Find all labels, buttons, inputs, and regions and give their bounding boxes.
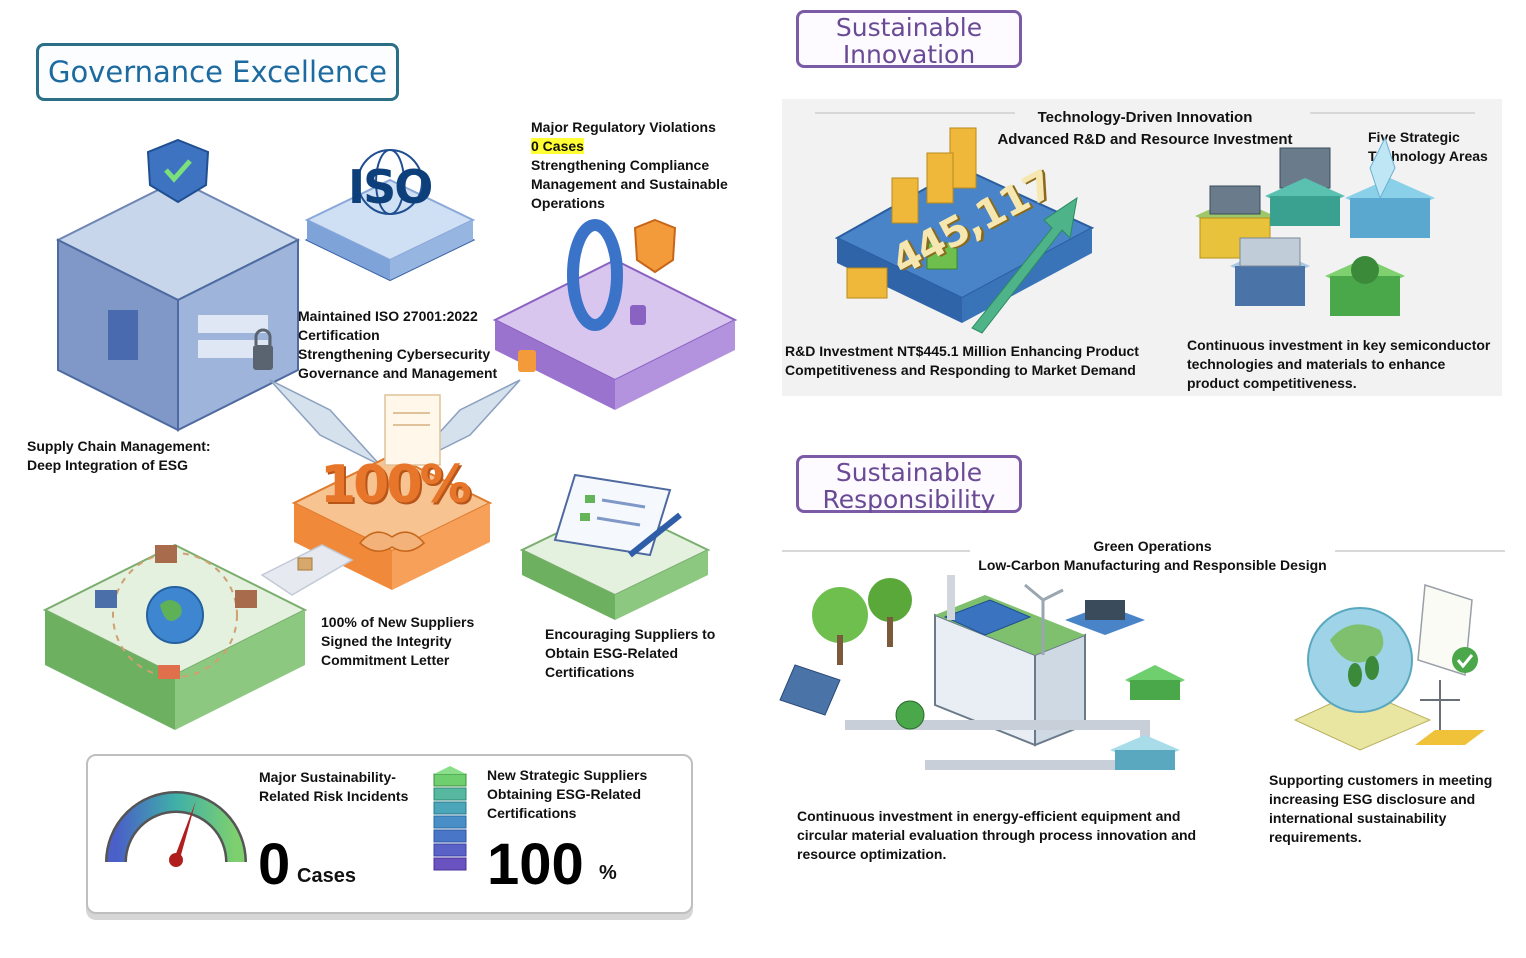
rd-investment-label: R&D Investment NT$445.1 Million Enhancin…: [785, 343, 1139, 378]
innovation-header: Technology-Driven Innovation Advanced R&…: [997, 109, 1293, 148]
risk-gauge-icon: [105, 791, 247, 867]
compliance-block-illustration: [492, 218, 738, 410]
growth-arrow-icon: [1045, 230, 1046, 231]
pen-icon: [655, 535, 656, 536]
padlock-icon: [655, 230, 656, 231]
iso-certification-label: Maintained ISO 27001:2022 Certification …: [298, 308, 498, 381]
scale-icon: [1440, 700, 1441, 701]
integrity-percent-block: [291, 394, 493, 590]
innovation-title: Sustainable Innovation: [796, 10, 1022, 68]
certification-clipboard-illustration: [519, 473, 711, 620]
risk-incidents-label: Major Sustainability- Related Risk Incid…: [259, 769, 409, 804]
clipboard-icon: [605, 505, 606, 506]
energy-efficiency-label: Continuous investment in energy-efficien…: [797, 808, 1197, 862]
responsibility-title: Sustainable Responsibility: [796, 455, 1022, 513]
governance-title: Governance Excellence: [36, 43, 399, 101]
encourage-suppliers-label: Encouraging Suppliers to Obtain ESG-Rela…: [545, 626, 716, 680]
coins-icon: [955, 150, 956, 151]
five-technology-areas-illustration: [1195, 136, 1435, 316]
rd-investment-illustration: [834, 127, 1095, 334]
leaf-icon: [1365, 270, 1366, 271]
iso-badge-text: ISO: [348, 160, 433, 214]
globe-icon: [175, 615, 176, 616]
customer-esg-label: Supporting customers in meeting increasi…: [1269, 772, 1493, 845]
risk-incidents-unit: Cases: [297, 865, 356, 887]
regulatory-violations-label: Major Regulatory Violations 0 Cases Stre…: [531, 119, 728, 211]
zero-icon: [590, 260, 591, 261]
cybersecurity-server-illustration: [55, 138, 301, 432]
strategic-suppliers-value: 100: [487, 832, 584, 897]
supply-chain-illustration: [42, 543, 308, 730]
tree-icon: [840, 615, 841, 616]
supply-path-connector: [260, 544, 354, 596]
truck-icon: [130, 565, 131, 566]
chip-icon: [940, 255, 941, 256]
handshake-icon: [390, 545, 391, 546]
crystal-icon: [1385, 150, 1386, 151]
strategic-suppliers-label: New Strategic Suppliers Obtaining ESG-Re…: [487, 767, 648, 821]
iso-block-illustration: [304, 149, 476, 282]
lock-icon: [253, 345, 254, 346]
semiconductor-investment-label: Continuous investment in key semiconduct…: [1187, 337, 1491, 391]
governance-stats-card: [86, 754, 693, 914]
stacked-blocks-icon: [433, 766, 467, 871]
processor-icon: [1320, 165, 1321, 166]
green-factory-illustration: [779, 575, 1185, 770]
supply-chain-label: Supply Chain Management: Deep Integratio…: [27, 438, 211, 473]
zero-cases-highlight: 0 Cases: [531, 138, 584, 154]
risk-incidents-value: 0: [258, 832, 291, 897]
package-icon: [300, 560, 301, 561]
checkmark-icon: [1465, 660, 1466, 661]
strategic-suppliers-unit: %: [599, 862, 617, 884]
esg-disclosure-illustration: [1293, 584, 1485, 751]
integrity-letter-label: 100% of New Suppliers Signed the Integri…: [321, 614, 475, 668]
solar-panel-icon: [810, 685, 811, 686]
responsibility-header: Green Operations Low-Carbon Manufacturin…: [978, 538, 1327, 573]
footprint-icon: [1410, 605, 1411, 606]
percent-graphic-text: 100%: [320, 455, 472, 515]
wind-turbine-icon: [1040, 600, 1041, 601]
five-areas-label: Five Strategic Technology Areas: [1368, 129, 1488, 164]
shield-icon: [165, 140, 166, 141]
